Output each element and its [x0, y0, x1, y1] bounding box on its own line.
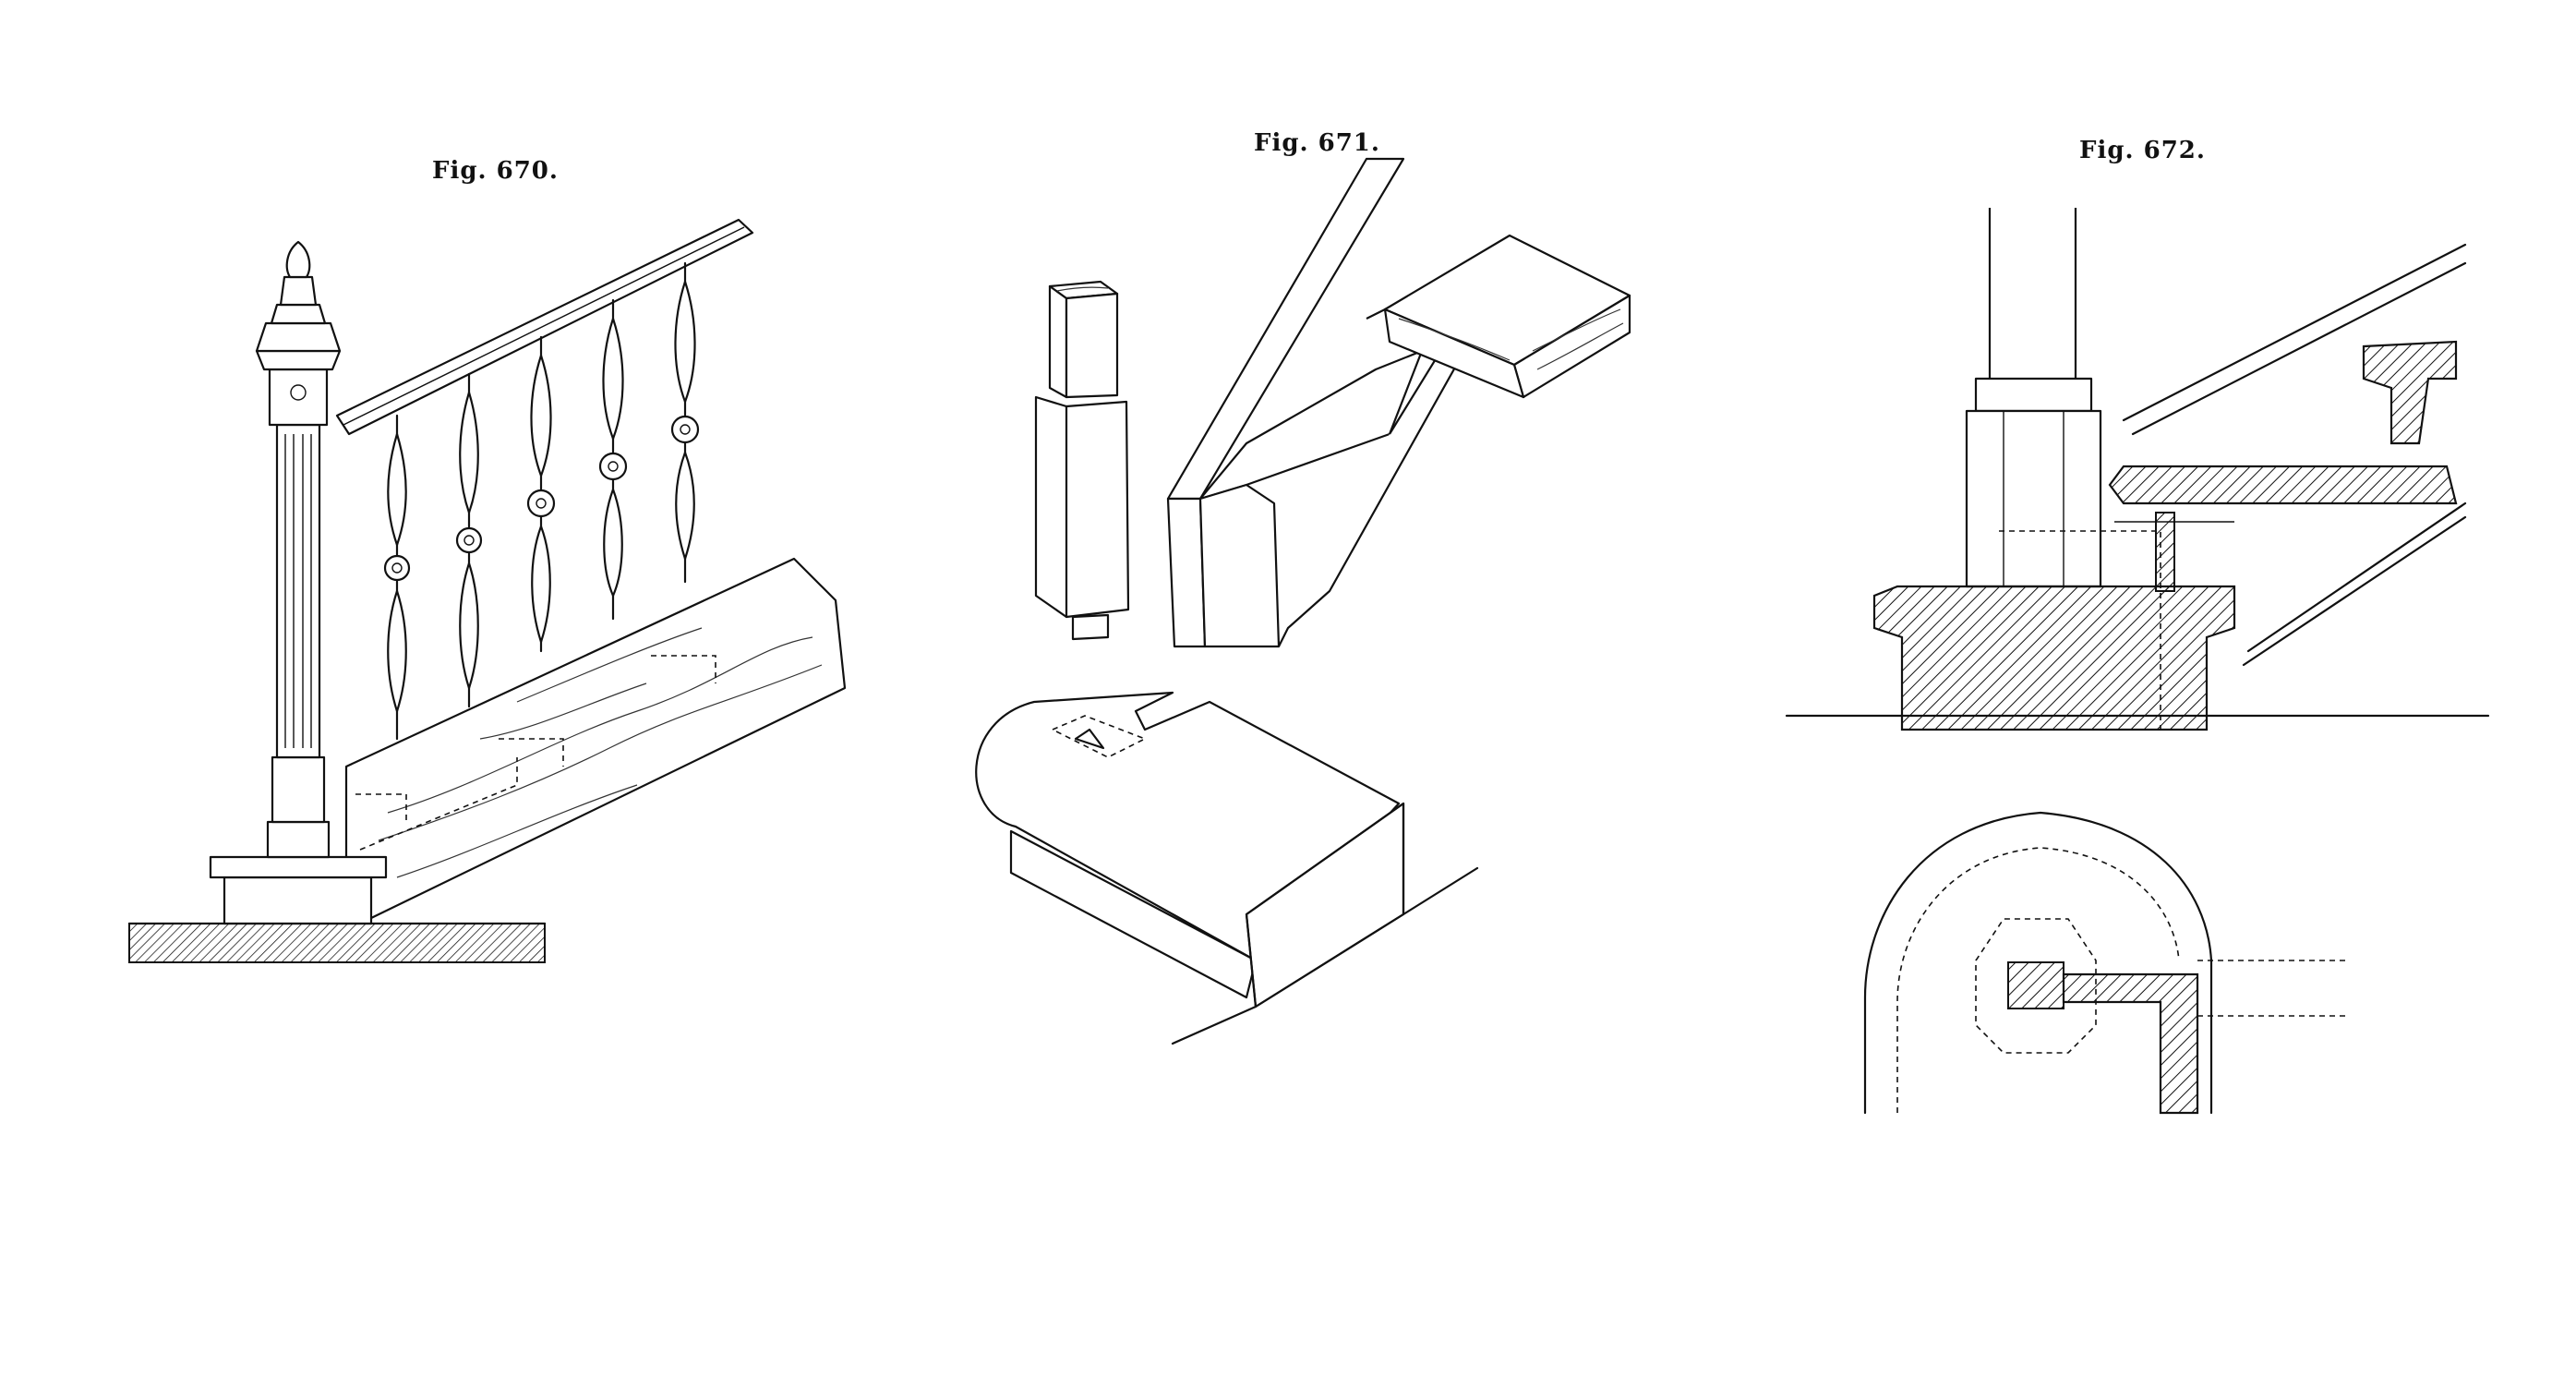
stringer [1166, 157, 1479, 648]
newel-post [209, 240, 388, 925]
fig-672-drawing [1785, 208, 2490, 1115]
tread-block [1383, 234, 1631, 399]
balusters [383, 261, 700, 741]
section-elevation [1785, 208, 2490, 734]
bottom-step [975, 691, 1479, 1045]
plan-view [1863, 811, 2345, 1115]
fig-671-caption: Fig. 671. [1254, 129, 1380, 157]
fig-670-caption: Fig. 670. [432, 157, 559, 185]
stair-string [344, 557, 847, 921]
handrail [335, 218, 754, 436]
fig-672-caption: Fig. 672. [2079, 137, 2206, 164]
square-post [1034, 280, 1130, 641]
fig-670-drawing [127, 218, 847, 963]
fig-671-drawing [975, 157, 1631, 1045]
